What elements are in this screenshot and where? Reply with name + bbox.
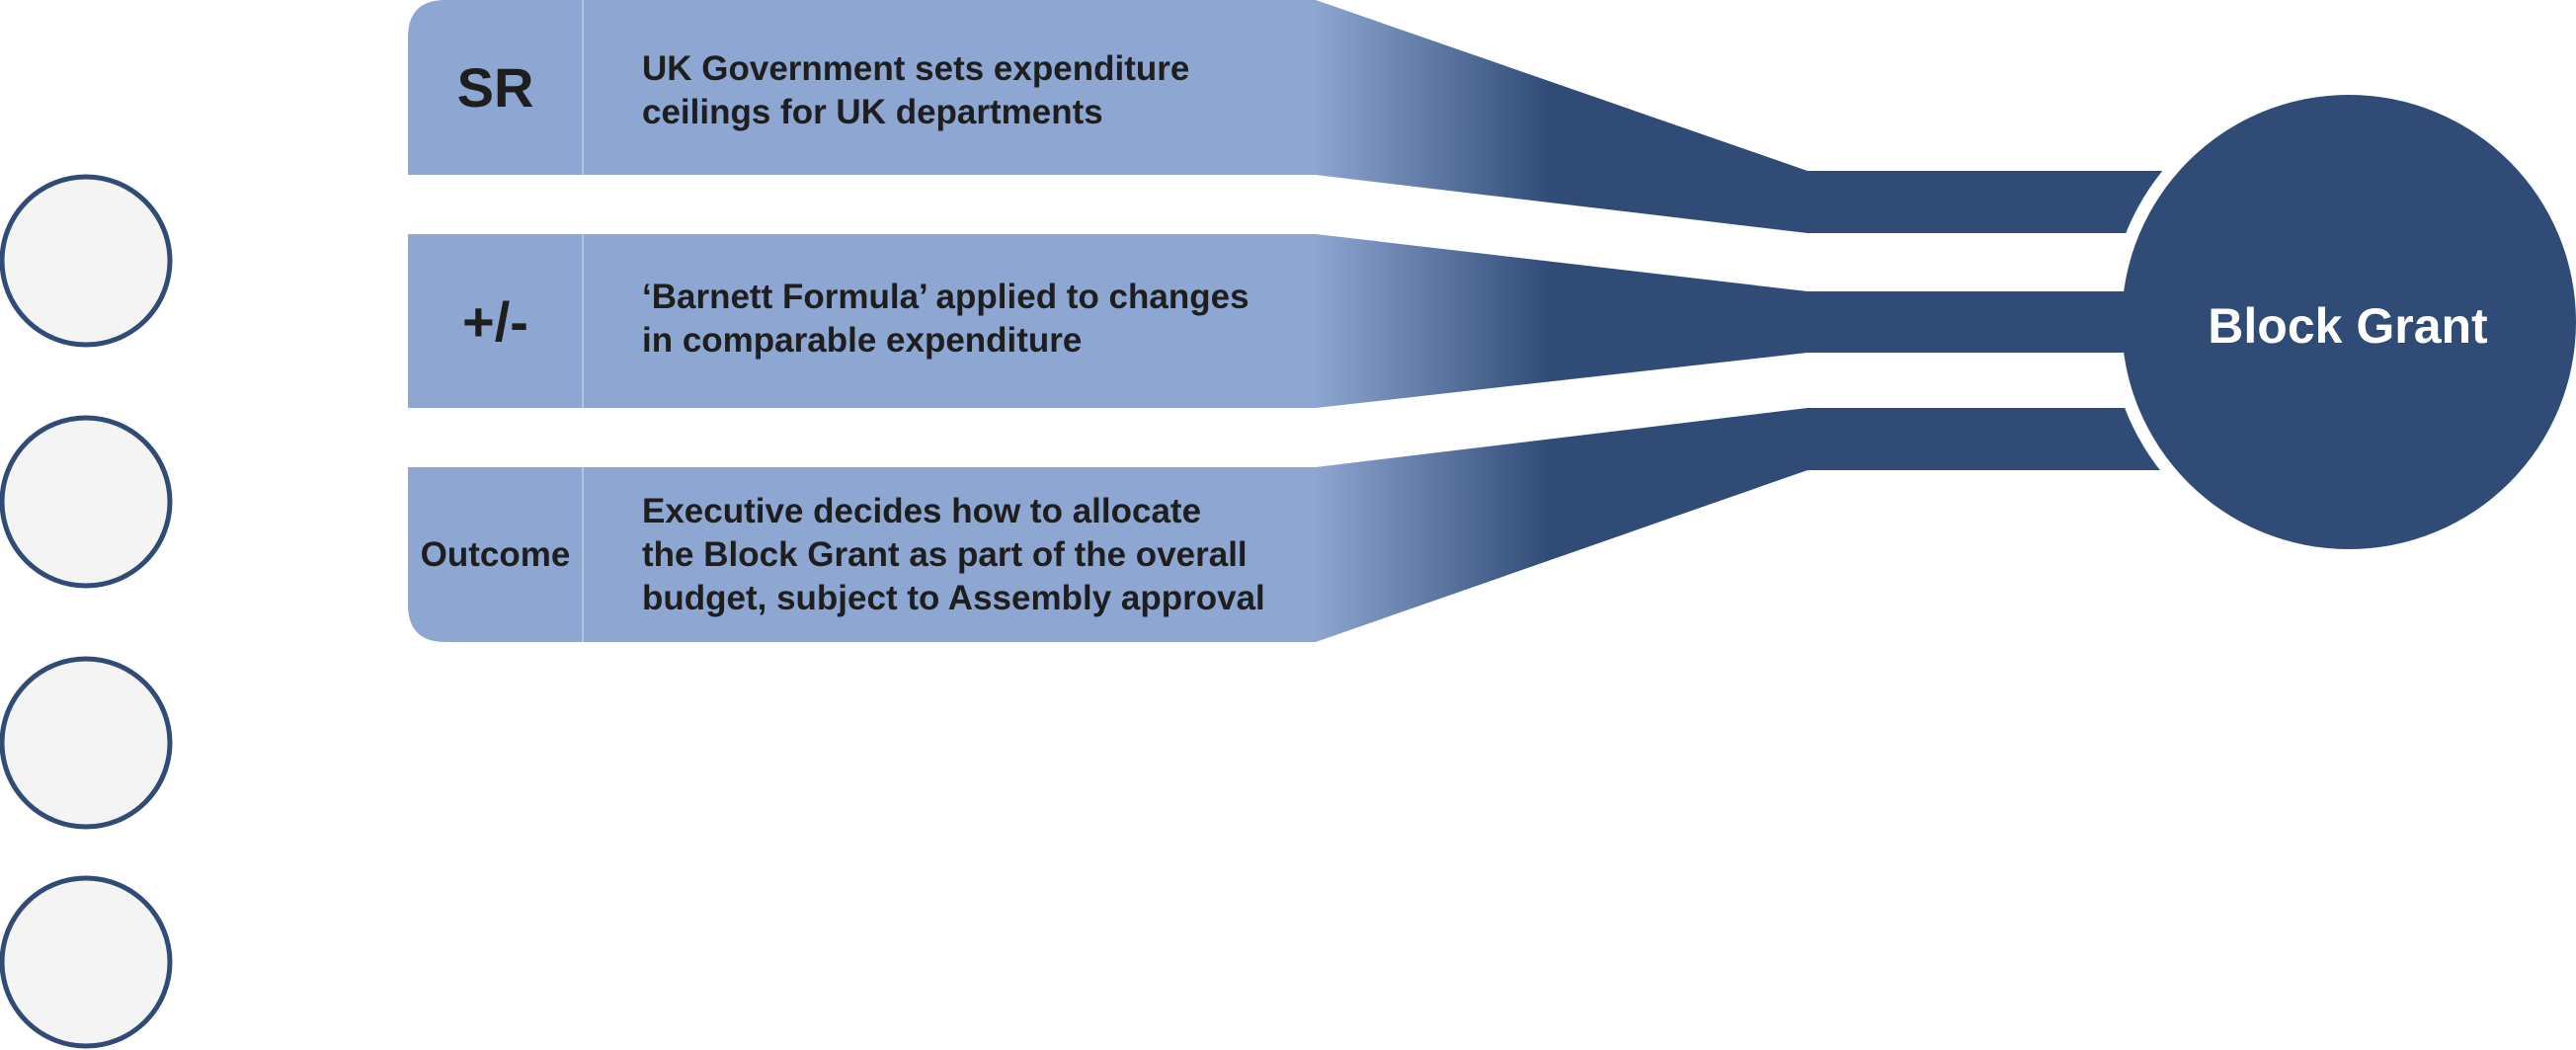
stage-description-barnett: ‘Barnett Formula’ applied to changes in …: [642, 230, 1324, 408]
stage-band-outcome: [408, 408, 2163, 642]
stage-description-line: the Block Grant as part of the overall: [642, 534, 1248, 574]
stage-description-line: ‘Barnett Formula’ applied to changes: [642, 278, 1249, 316]
empty-circle-3: [0, 656, 173, 830]
empty-circle-1: [0, 174, 173, 348]
empty-circle-4: [0, 875, 173, 1049]
stage-description-line: UK Government sets expenditure: [642, 48, 1190, 88]
stage-band-barnett: [408, 234, 2163, 408]
stage-description-outcome: Executive decides how to allocate the Bl…: [642, 467, 1324, 642]
stage-description-line: in comparable expenditure: [642, 321, 1083, 360]
stage-description-line: Executive decides how to allocate: [642, 491, 1202, 530]
block-grant-label: Block Grant: [2208, 298, 2488, 354]
stage-key-outcome: Outcome: [420, 534, 571, 574]
stage-description-line: ceilings for UK departments: [642, 92, 1103, 131]
stage-key-barnett: +/-: [462, 289, 528, 353]
stage-band-sr: [408, 0, 2163, 233]
block-grant-circle: [2122, 95, 2576, 549]
stage-description-sr: UK Government sets expenditure ceilings …: [642, 0, 1324, 181]
stage-description-line: budget, subject to Assembly approval: [642, 578, 1265, 617]
empty-circle-2: [0, 415, 173, 589]
stage-key-sr: SR: [456, 56, 534, 119]
